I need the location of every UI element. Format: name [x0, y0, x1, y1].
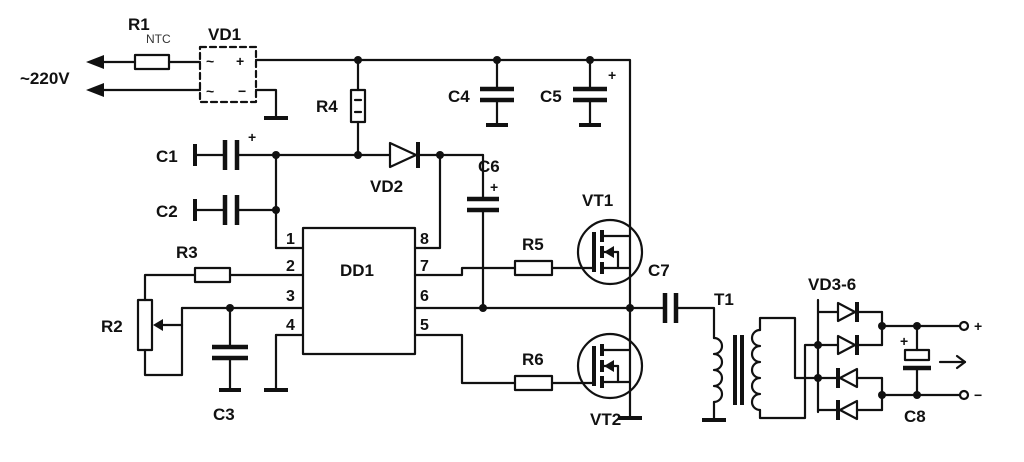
bridge-vd1: ~ ~ + − VD1 [198, 25, 288, 120]
c8-plus: + [900, 333, 908, 349]
capacitor-c3: C3 [212, 304, 248, 424]
capacitor-c2: C2 [156, 195, 278, 225]
resistor-r3: R3 [143, 243, 232, 302]
c6-plus: + [490, 179, 498, 195]
pin-1: 1 [286, 231, 295, 248]
vd1-minus: − [238, 83, 246, 99]
t1-label: T1 [714, 290, 734, 309]
c3-label: C3 [213, 405, 235, 424]
r5-label: R5 [522, 235, 544, 254]
c1-label: C1 [156, 147, 178, 166]
c7-label: C7 [648, 261, 670, 280]
mosfet-vt2: VT2 [576, 332, 644, 429]
vt1-label: VT1 [582, 191, 613, 210]
capacitor-c8: + C8 [880, 322, 967, 426]
pin-3: 3 [286, 288, 295, 305]
c8-label: C8 [904, 407, 926, 426]
resistor-r5: R5 [513, 235, 580, 277]
c5-label: C5 [540, 87, 562, 106]
vd1-tilde-1: ~ [206, 53, 214, 69]
ntc-label: NTC [146, 32, 171, 46]
resistor-r6: R6 [513, 350, 580, 392]
pin-8: 8 [420, 231, 429, 248]
capacitor-c4: C4 [448, 58, 514, 127]
r6-label: R6 [522, 350, 544, 369]
output-terminals: + − [958, 318, 982, 403]
mains-label: ~220V [20, 69, 70, 88]
ic-dd1: DD1 1 2 3 4 8 7 6 5 [180, 153, 632, 392]
vd1-label: VD1 [208, 25, 241, 44]
c4-label: C4 [448, 87, 470, 106]
pin-6: 6 [420, 288, 429, 305]
pin-4: 4 [286, 317, 295, 334]
r4-label: R4 [316, 97, 338, 116]
c1-plus: + [248, 129, 256, 145]
pin-5: 5 [420, 317, 429, 334]
c6-label: C6 [478, 157, 500, 176]
mosfet-vt1: VT1 [576, 191, 644, 286]
pin-2: 2 [286, 258, 295, 275]
resistor-r1: R1 NTC [128, 15, 202, 71]
r2-label: R2 [101, 317, 123, 336]
vd1-tilde-2: ~ [206, 83, 214, 99]
capacitor-c1: + C1 [156, 129, 278, 170]
out-plus: + [974, 318, 982, 334]
dd1-label: DD1 [340, 261, 374, 280]
transformer-t1: T1 [702, 290, 820, 422]
pin-7: 7 [420, 258, 429, 275]
capacitor-c7: C7 [628, 261, 716, 340]
vd3-6-label: VD3-6 [808, 275, 856, 294]
vt2-label: VT2 [590, 410, 621, 429]
bridge-vd3-6: VD3-6 [808, 275, 886, 421]
capacitor-c5: + C5 [540, 58, 616, 127]
diode-vd2: VD2 [370, 141, 485, 196]
potentiometer-r2: R2 [101, 298, 184, 377]
c2-label: C2 [156, 202, 178, 221]
out-minus: − [974, 387, 982, 403]
vd2-label: VD2 [370, 177, 403, 196]
capacitor-c6: + C6 [467, 153, 500, 310]
r3-label: R3 [176, 243, 198, 262]
r1-label: R1 [128, 15, 150, 34]
resistor-r4: R4 [316, 58, 367, 157]
c5-plus: + [608, 67, 616, 83]
plus-rail [254, 58, 632, 420]
vd1-plus: + [236, 53, 244, 69]
mains-input: ~220V [20, 55, 202, 97]
